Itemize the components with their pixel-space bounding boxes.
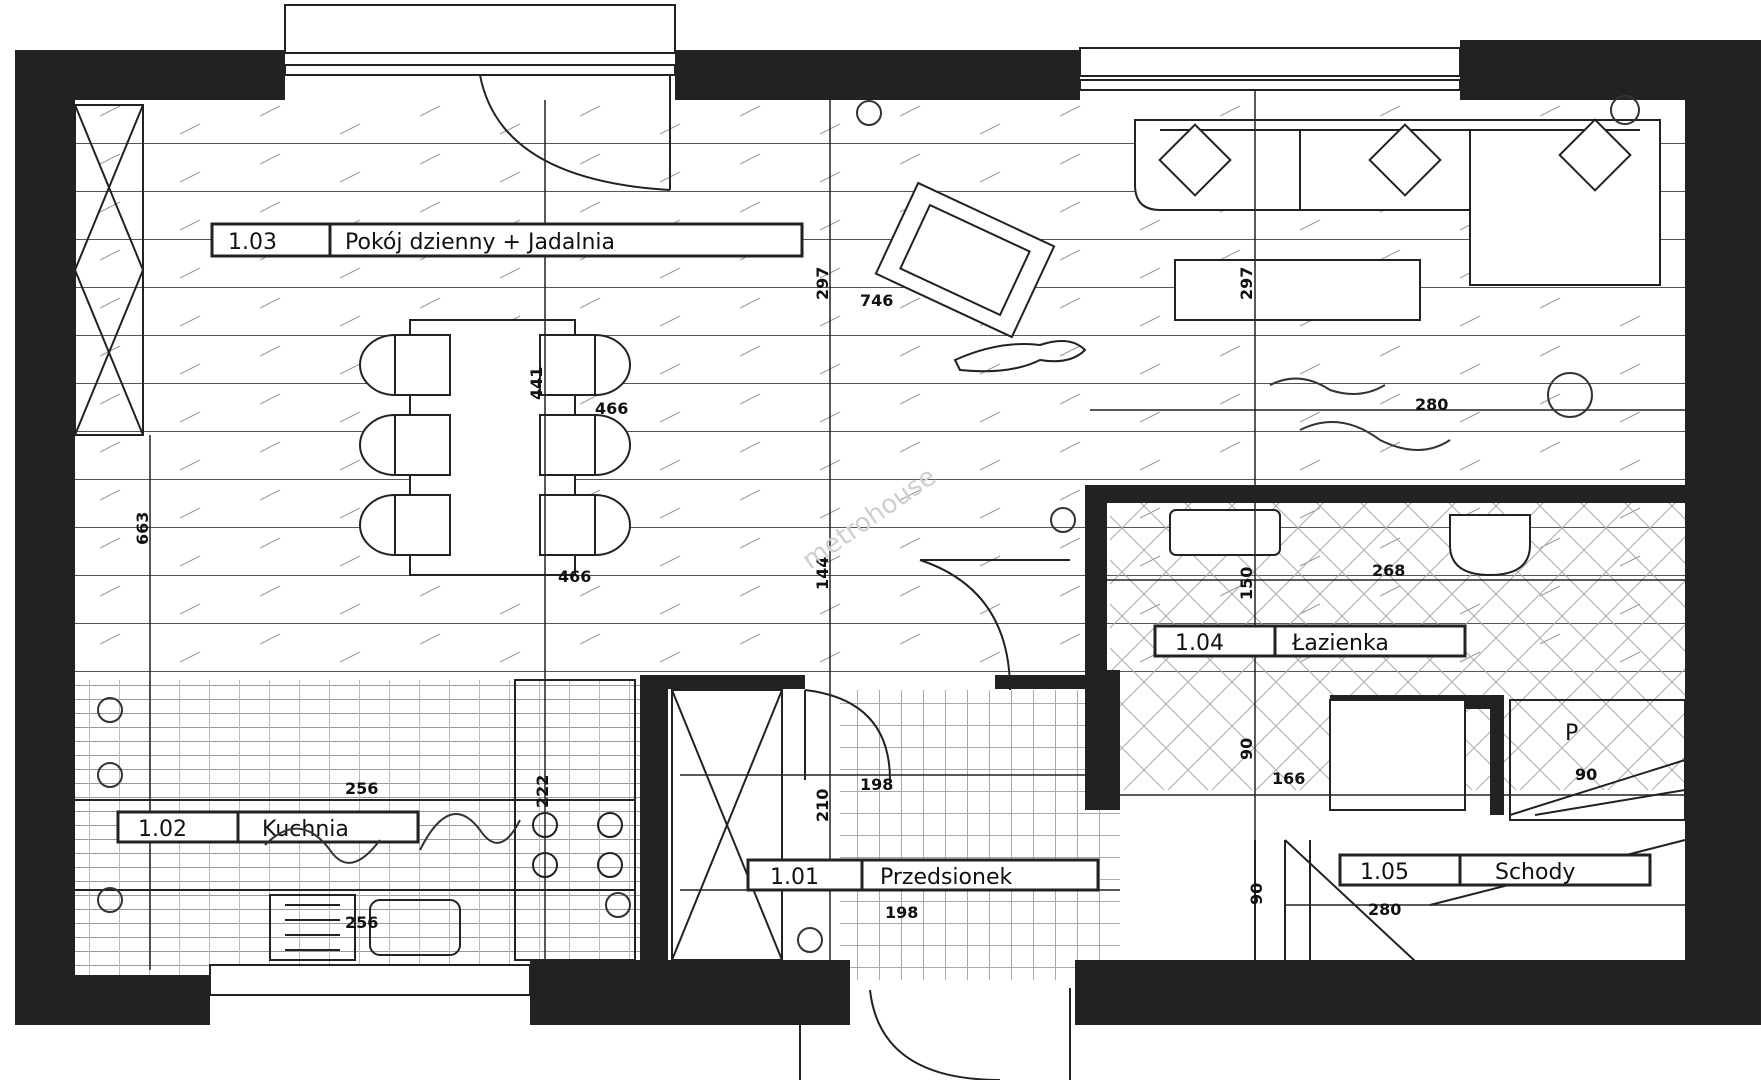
dim-label: 297: [813, 267, 832, 300]
dim-label: 198: [860, 775, 893, 794]
dim-label: 256: [345, 779, 378, 798]
room-number: 1.04: [1175, 631, 1224, 656]
coffee-table: [1174, 259, 1421, 321]
doors: [479, 74, 1071, 1080]
dim-label: 256: [345, 913, 378, 932]
dim-label: 150: [1237, 567, 1256, 600]
dog-figure: [953, 340, 1087, 373]
dim-label: 90: [1575, 765, 1597, 784]
interior-walls: [640, 485, 1685, 975]
dim-label: 166: [1272, 769, 1305, 788]
entry-floor: [840, 690, 1120, 980]
room-number: 1.02: [138, 817, 187, 842]
wardrobe: [74, 104, 144, 436]
p-mark: P: [1565, 721, 1578, 746]
dim-label: 746: [860, 291, 893, 310]
dim-label: 466: [558, 567, 591, 586]
dim-label: 297: [1237, 267, 1256, 300]
dim-label: 144: [813, 557, 832, 590]
dim-label: 222: [533, 775, 552, 808]
dim-label: 90: [1237, 738, 1256, 760]
room-label-1.04: 1.04 Łazienka: [1153, 624, 1467, 658]
room-name: Łazienka: [1291, 631, 1389, 656]
room-label-1.03: 1.03 Pokój dzienny + Jadalnia: [210, 222, 804, 258]
dim-label: 268: [1372, 561, 1405, 580]
dim-label: 198: [885, 903, 918, 922]
room-name: Pokój dzienny + Jadalnia: [345, 230, 615, 255]
handwritten-scribbles: [97, 95, 1640, 953]
entry-wardrobe: [671, 689, 783, 961]
dim-label: 90: [1247, 883, 1266, 905]
dim-label: 441: [527, 367, 546, 400]
room-number: 1.01: [770, 865, 819, 890]
dim-label: 210: [813, 789, 832, 822]
dining-chairs: [359, 333, 631, 557]
bathroom-fixtures: [1169, 509, 1531, 811]
room-label-1.05: 1.05 Schody: [1338, 853, 1652, 887]
dimension-labels: 297 746 297 441 466 280 663 466 144 268 …: [133, 267, 1597, 932]
room-label-1.01: 1.01 Przedsionek: [746, 858, 1100, 892]
dim-label: 280: [1368, 900, 1401, 919]
dim-label: 466: [595, 399, 628, 418]
exterior-walls: [15, 40, 1761, 1025]
room-name: Przedsionek: [880, 865, 1012, 890]
armchair: [874, 181, 1056, 339]
dim-label: 663: [133, 512, 152, 545]
room-label-1.02: 1.02 Kuchnia: [116, 810, 420, 844]
room-name: Schody: [1495, 860, 1575, 885]
dim-label: 280: [1415, 395, 1448, 414]
sofa: [1134, 118, 1661, 286]
room-number: 1.05: [1360, 860, 1409, 885]
room-number: 1.03: [228, 230, 277, 255]
